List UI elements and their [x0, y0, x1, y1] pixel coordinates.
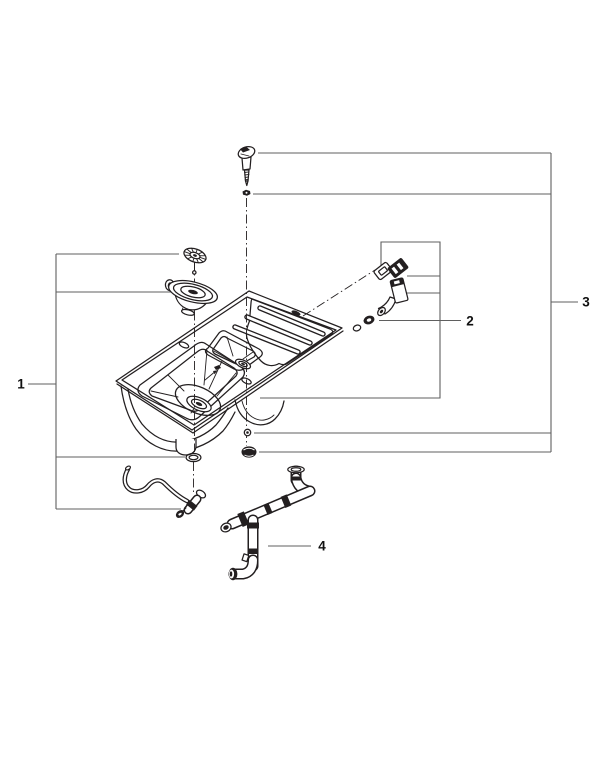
main-bowl [137, 341, 246, 421]
callout-box-3 [253, 152, 578, 453]
overflow-cover-plate [387, 258, 409, 278]
sink-rim-edge [116, 330, 344, 434]
overflow-hose-fitting [175, 489, 207, 518]
overflow-elbow [377, 296, 397, 317]
sink-underbody [120, 385, 285, 456]
sink-body [115, 290, 344, 456]
callout-label-2[interactable]: 2 [466, 313, 474, 329]
fixing-hole-left [178, 341, 190, 349]
fixing-washer [243, 428, 252, 437]
main-bowl-drain-boss [175, 439, 197, 456]
pop-up-waste-mark [204, 365, 221, 381]
overflow-housing [389, 277, 409, 304]
callout-label-4[interactable]: 4 [318, 538, 326, 554]
overflow-gasket [373, 261, 393, 281]
callout-label-1[interactable]: 1 [17, 376, 25, 392]
callout-box-1 [28, 253, 185, 510]
fixing-screw [237, 146, 256, 187]
strainer-plate [183, 247, 207, 264]
waste-trap-assembly [220, 465, 316, 581]
overflow-hose [122, 465, 190, 504]
fixing-cap-nut [241, 446, 257, 458]
overflow-o-ring [352, 324, 362, 332]
callout-box-2 [260, 241, 461, 399]
callout-label-3[interactable]: 3 [582, 294, 590, 310]
waste-o-ring [185, 452, 202, 463]
drainer-overflow-slot [291, 310, 301, 316]
assembly-axis-lines [193, 198, 376, 493]
fixing-hex-nut [242, 189, 251, 196]
drainer-ribs [232, 305, 326, 355]
overflow-nut [363, 315, 375, 325]
strainer-basket [164, 279, 219, 316]
strainer-plate-knob [191, 270, 197, 275]
drainer-panel [245, 298, 334, 367]
